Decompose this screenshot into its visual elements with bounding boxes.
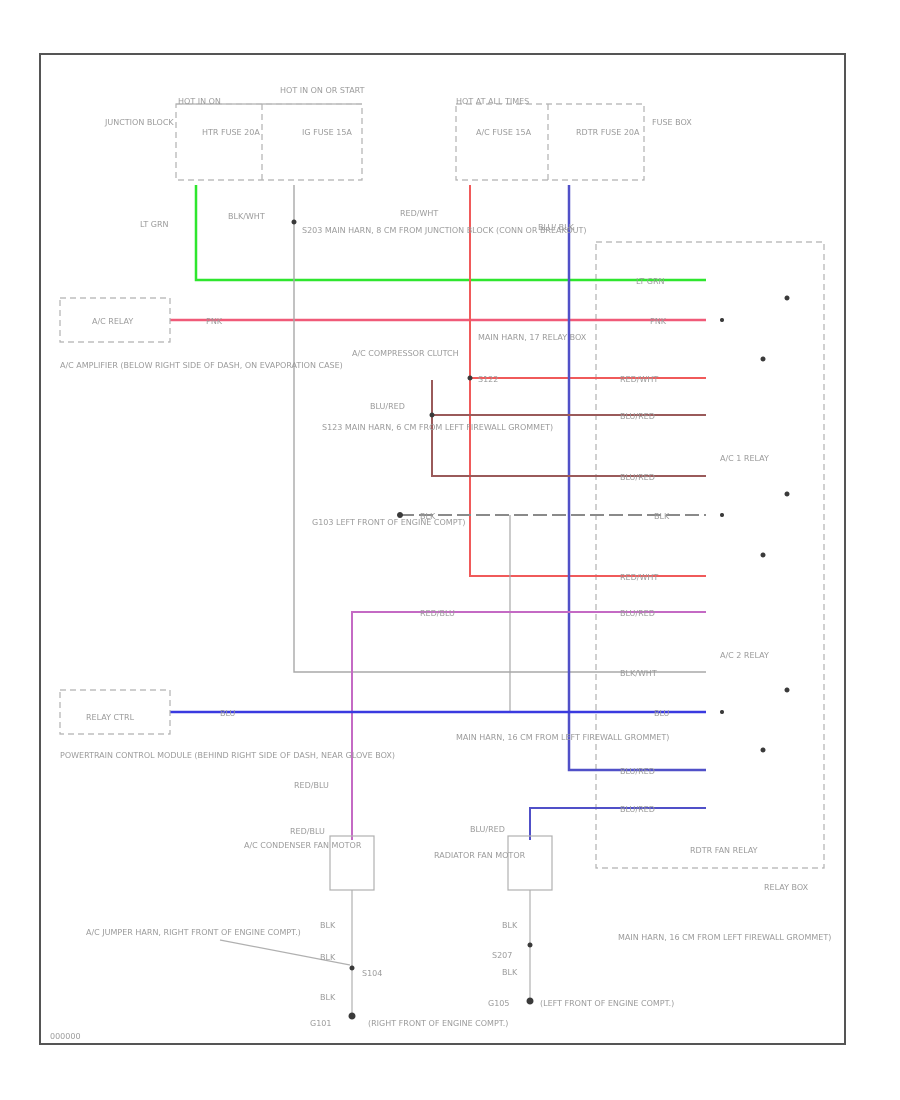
blu-red-label: BLU/RED: [370, 402, 405, 411]
blu-red-radiator-label: BLU/RED: [470, 825, 505, 834]
htr-fuse-label: HTR FUSE 20A: [202, 128, 260, 137]
s122-title-label: MAIN HARN, 17 RELAY BOX: [478, 333, 587, 342]
blu-blk-relay-label: BLU/RED: [620, 767, 655, 776]
g101-location-label: (RIGHT FRONT OF ENGINE COMPT.): [368, 1019, 508, 1028]
s104-splice: [349, 965, 355, 971]
blk-condenser-label: BLK: [320, 921, 336, 930]
s207-label: S207: [492, 951, 512, 960]
lt-grn-label: LT GRN: [140, 220, 169, 229]
red-wht-relay-label-2: RED/WHT: [620, 573, 658, 582]
s123-splice: [429, 412, 435, 418]
blk-ground-label: BLK: [420, 512, 436, 521]
blk-s104-label: BLK: [320, 993, 336, 1002]
blu-red-relay-label-1: BLU/RED: [620, 412, 655, 421]
relay-contact-dot: [784, 491, 790, 497]
pcm-label: POWERTRAIN CONTROL MODULE (BEHIND RIGHT …: [60, 751, 395, 760]
relay-contact-dot: [784, 687, 790, 693]
blu-blk-label: BLU/ BLK: [538, 223, 575, 232]
fuse-box-label: FUSE BOX: [652, 118, 692, 127]
red-wht-label: RED/WHT: [400, 209, 438, 218]
blu-relay-label: BLU: [654, 709, 670, 718]
s123-label: S123 MAIN HARN, 6 CM FROM LEFT FIREWALL …: [322, 423, 553, 432]
diagram-frame: [39, 53, 846, 1045]
s203-label: S203 MAIN HARN, 8 CM FROM JUNCTION BLOCK…: [302, 226, 586, 235]
lt-grn-relay-label: LT GRN: [636, 277, 665, 286]
red-blu-wire: [351, 611, 706, 840]
red-blu-label: RED/BLU: [420, 609, 455, 618]
relay-box-outline: [595, 241, 825, 869]
relay-ctrl-box: [59, 689, 171, 735]
relay-contact-dot: [760, 356, 766, 362]
condenser-motor-label: A/C CONDENSER FAN MOTOR: [244, 841, 362, 850]
ac-amplifier-label: A/C AMPLIFIER (BELOW RIGHT SIDE OF DASH,…: [60, 361, 343, 370]
s207-splice: [527, 942, 533, 948]
hot-in-on-start-label: HOT IN ON OR START: [280, 86, 365, 95]
radiator-motor-label: RADIATOR FAN MOTOR: [434, 851, 526, 860]
relay-pin: [720, 318, 724, 322]
lt-grn-wire: [194, 185, 706, 282]
hot-in-on-label: HOT IN ON: [178, 97, 221, 106]
g105-ground: [526, 997, 534, 1005]
blu-red-relay-label-3: BLU/RED: [620, 609, 655, 618]
condenser-motor-box: [329, 835, 375, 891]
blu-blk-wire: [567, 185, 706, 772]
blu-red-relay-label-2: BLU/RED: [620, 473, 655, 482]
relay-contact-dot: [760, 552, 766, 558]
blk-radiator-label-2: BLK: [502, 968, 518, 977]
relay-contact-dot: [784, 295, 790, 301]
g105-location-label: (LEFT FRONT OF ENGINE COMPT.): [540, 999, 674, 1008]
blu-red-relay-label-4: BLU/RED: [620, 805, 655, 814]
fuse-box-box: [455, 103, 645, 181]
relay-pin: [720, 513, 724, 517]
relay-box-label: RELAY BOX: [764, 883, 809, 892]
main-harn-16-label: MAIN HARN, 16 CM FROM LEFT FIREWALL GROM…: [456, 733, 669, 742]
blk-wht-label: BLK/WHT: [228, 212, 265, 221]
red-blu-motor-label-2: RED/BLU: [290, 827, 325, 836]
relay-ctrl-label: RELAY CTRL: [86, 713, 135, 722]
s122-label: S122: [478, 375, 498, 384]
s122-splice: [467, 375, 473, 381]
radiator-motor-box: [507, 835, 553, 891]
g101-ground: [348, 1012, 356, 1020]
blk-wht-relay-label: BLK/WHT: [620, 669, 657, 678]
pnk-label: PNK: [206, 317, 223, 326]
ac-relay-box: [59, 297, 171, 343]
blk-ground-relay-label: BLK: [654, 512, 670, 521]
s203-splice: [291, 219, 297, 225]
red-blu-motor-label: RED/BLU: [294, 781, 329, 790]
pnk-relay-label: PNK: [650, 317, 667, 326]
blu-label: BLU: [220, 709, 236, 718]
ac-relay-label: A/C RELAY: [92, 317, 133, 326]
g105-label: G105: [488, 999, 509, 1008]
ac-clutch-label: A/C COMPRESSOR CLUTCH: [352, 349, 459, 358]
ac-fuse-label: A/C FUSE 15A: [476, 128, 532, 137]
footer-code: 000000: [50, 1032, 81, 1041]
rdtr-fan-relay-label: RDTR FAN RELAY: [690, 846, 758, 855]
ac-jumper-label: A/C JUMPER HARN, RIGHT FRONT OF ENGINE C…: [86, 928, 301, 937]
g103-ground: [397, 512, 403, 518]
blu-red-wire-2: [431, 380, 706, 477]
blk-jumper-label: BLK: [320, 953, 336, 962]
red-wht-relay-label-1: RED/WHT: [620, 375, 658, 384]
ac1-relay-label: A/C 1 RELAY: [720, 454, 769, 463]
relay-contact-dot: [760, 747, 766, 753]
red-wht-wire: [469, 185, 706, 577]
main-harn-16b-label: MAIN HARN, 16 CM FROM LEFT FIREWALL GROM…: [618, 933, 831, 942]
relay-pin: [720, 710, 724, 714]
hot-at-all-times-label: HOT AT ALL TIMES: [456, 97, 529, 106]
s104-label: S104: [362, 969, 382, 978]
rdtr-fuse-label: RDTR FUSE 20A: [576, 128, 640, 137]
blu-red-radiator-wire: [529, 807, 706, 840]
g103-label: G103 LEFT FRONT OF ENGINE COMPT): [312, 518, 466, 527]
ig-fuse-label: IG FUSE 15A: [302, 128, 352, 137]
junction-block-label: JUNCTION BLOCK: [104, 118, 174, 127]
junction-block-box: [175, 103, 363, 181]
ac2-relay-label: A/C 2 RELAY: [720, 651, 769, 660]
blk-radiator-label: BLK: [502, 921, 518, 930]
g101-label: G101: [310, 1019, 331, 1028]
